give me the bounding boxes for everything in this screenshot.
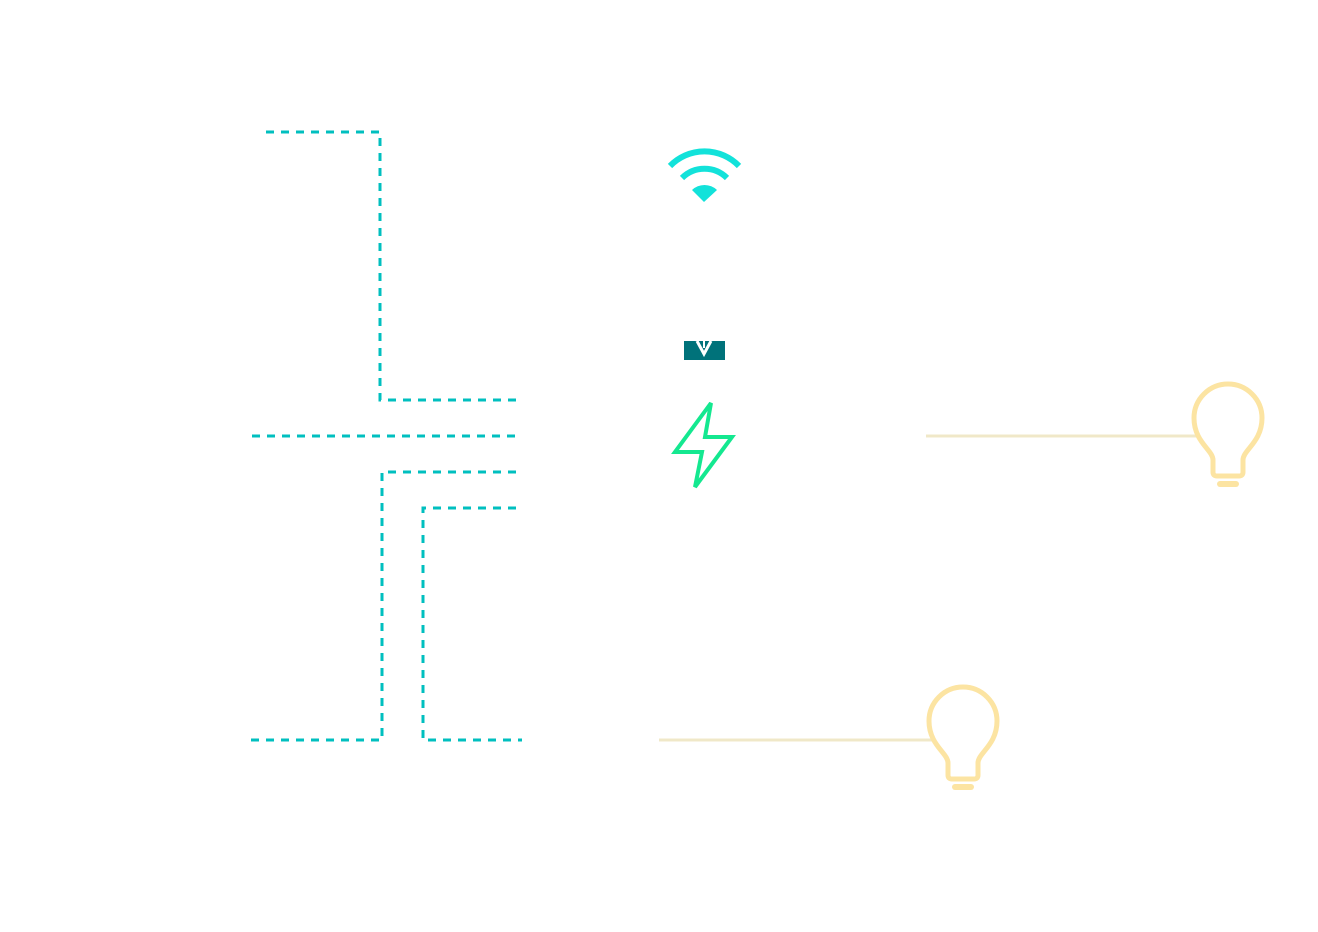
lightbulb-icon — [1191, 381, 1265, 487]
dashed-connector-1 — [266, 130, 516, 402]
lightning-bolt-icon — [671, 401, 736, 489]
solid-connectors — [659, 434, 1200, 742]
wifi-icon — [667, 148, 742, 202]
chip-icon — [684, 340, 725, 360]
lightbulb-icon — [926, 684, 1000, 790]
dashed-connectors — [246, 130, 522, 742]
dashed-connector-4 — [421, 506, 522, 742]
dashed-connector-3 — [246, 470, 516, 742]
